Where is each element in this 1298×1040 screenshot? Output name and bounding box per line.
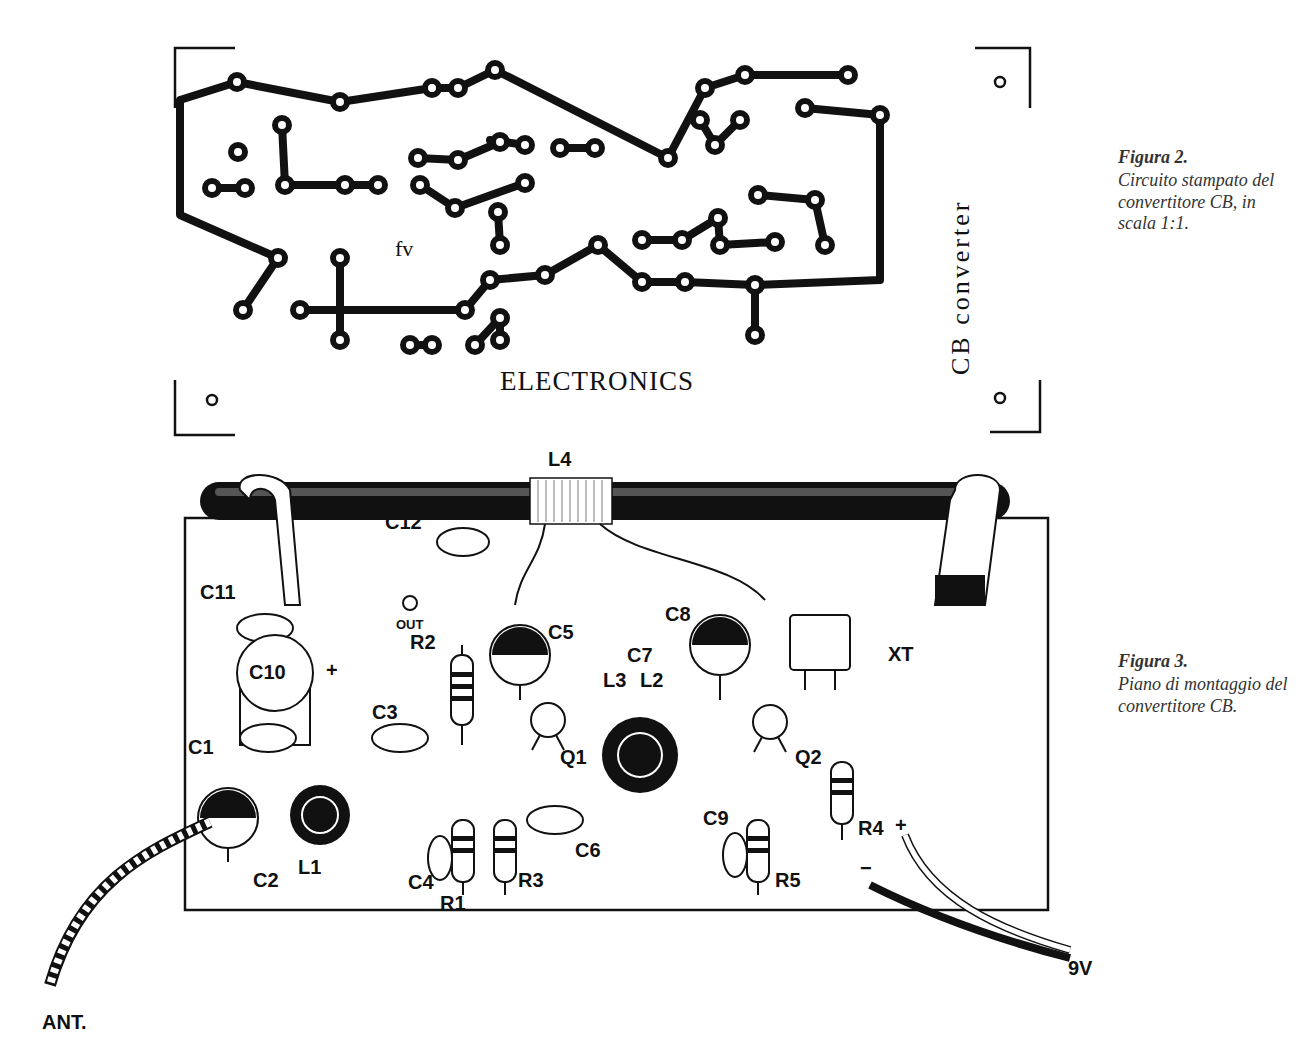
figure-caption: Circuito stampato del convertitore CB, i…	[1118, 170, 1288, 235]
part-label: C2	[253, 870, 279, 890]
figure-caption: Piano di montaggio del convertitore CB.	[1118, 674, 1288, 717]
part-label: R1	[440, 893, 466, 913]
part-label: R2	[410, 632, 436, 652]
part-label: XT	[888, 644, 914, 664]
part-label: C6	[575, 840, 601, 860]
part-label: Q2	[795, 747, 822, 767]
part-label: C10	[249, 662, 286, 682]
part-label: L3	[603, 670, 626, 690]
part-label: C11	[200, 582, 236, 602]
part-label: C3	[372, 702, 398, 722]
part-label: R3	[518, 870, 544, 890]
part-label: R4	[858, 818, 884, 838]
part-label: C5	[548, 622, 574, 642]
part-label: C9	[703, 808, 729, 828]
part-label: −	[860, 858, 872, 878]
part-label: L2	[640, 670, 663, 690]
part-label: C7	[627, 645, 653, 665]
part-label: R5	[775, 870, 801, 890]
part-label: +	[326, 660, 338, 680]
part-label: OUT	[396, 618, 423, 631]
part-label: +	[895, 815, 907, 835]
figure-caption: Figura 2.	[1118, 148, 1188, 166]
part-label: L1	[298, 857, 321, 877]
part-label: C4	[408, 872, 434, 892]
part-label: ANT.	[42, 1012, 86, 1032]
part-label: C12	[385, 512, 422, 532]
part-label: Q1	[560, 747, 587, 767]
part-label: L4	[548, 449, 571, 469]
figure-caption: Figura 3.	[1118, 652, 1188, 670]
board-text: ELECTRONICS	[500, 368, 694, 395]
part-label: C1	[188, 737, 214, 757]
board-text: fv	[395, 238, 413, 260]
board-text: CB converter	[948, 200, 974, 375]
part-label: 9V	[1068, 958, 1092, 978]
part-label: C8	[665, 604, 691, 624]
